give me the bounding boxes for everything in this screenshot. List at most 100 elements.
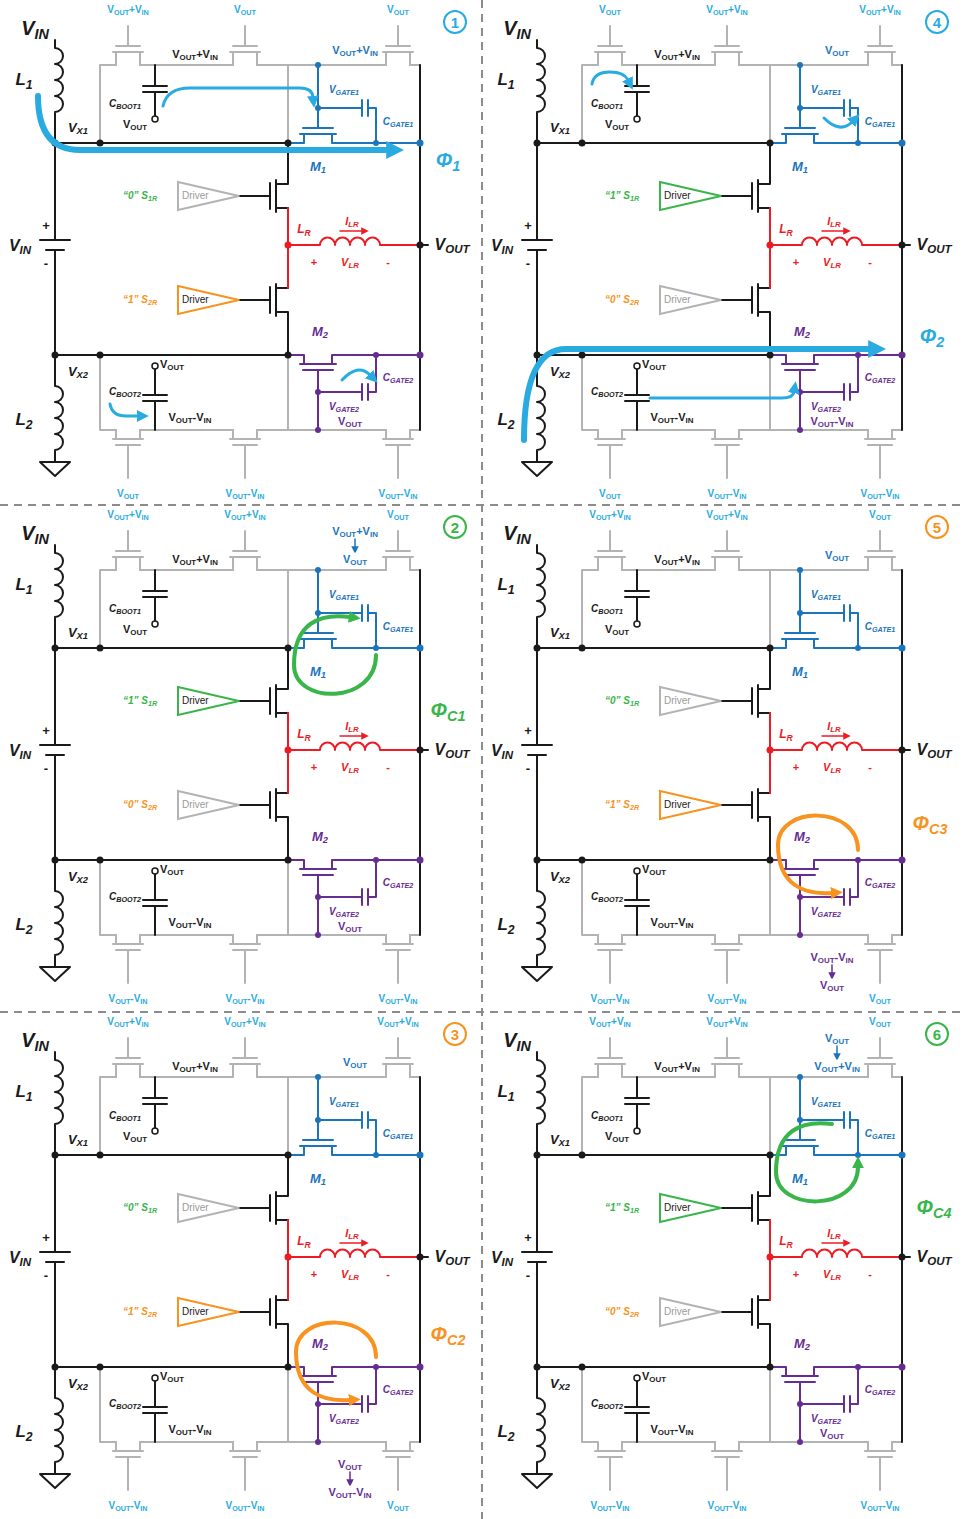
subscript: GATE1: [818, 88, 841, 97]
circuit-label: VOUT: [122, 118, 148, 131]
circuit-label: VGATE1: [328, 589, 360, 601]
driver-label: Driver: [182, 1203, 209, 1213]
circuit-label: VOUT-VIN: [859, 1500, 900, 1512]
circuit-label: CBOOT1: [590, 1110, 624, 1122]
callout-number: 2: [451, 520, 459, 535]
subscript: OUT: [927, 243, 951, 255]
subscript: GATE2: [818, 405, 841, 414]
subscript: OUT: [176, 921, 193, 930]
circuit-label: “0” S1R: [604, 695, 640, 707]
circuit-label: VX1: [549, 121, 571, 136]
callout-number: 6: [933, 1027, 941, 1042]
driver-label: Driver: [182, 295, 209, 305]
subscript: IN: [739, 1504, 746, 1513]
circuit-label: L1: [14, 1082, 33, 1102]
circuit-label: VOUT+VIN: [705, 509, 749, 521]
divider-line: [0, 1011, 964, 1013]
subscript: 2: [26, 1430, 33, 1444]
driver-label: Driver: [182, 696, 209, 706]
circuit-label: CGATE2: [382, 877, 415, 889]
circuit-label: VOUT-VIN: [810, 415, 855, 428]
circuit-label: VOUT: [122, 623, 148, 636]
driver-outline: [178, 791, 239, 819]
circuit-label: L2: [14, 410, 33, 430]
subscript: IN: [34, 26, 48, 42]
driver-triangle: Driver: [177, 686, 240, 716]
circuit-label: +: [792, 761, 800, 774]
circuit-label: VX2: [67, 1377, 89, 1392]
subscript: 1: [452, 158, 460, 174]
circuit-label: +: [523, 219, 533, 234]
subscript: GATE2: [336, 405, 359, 414]
circuit-label: +: [310, 1268, 318, 1281]
subscript: IN: [142, 8, 149, 17]
circuit-label: VIN: [490, 237, 514, 255]
subscript: OUT: [866, 8, 881, 17]
circuit-label: VOUT-VIN: [859, 488, 900, 500]
circuit-label: VGATE2: [328, 401, 360, 413]
driver-outline: [178, 1298, 239, 1326]
circuit-label: VOUT+VIN: [653, 48, 701, 61]
subscript: 2: [26, 923, 33, 937]
circuit-label: VOUT-VIN: [107, 1500, 148, 1512]
subscript: OUT: [661, 1065, 678, 1074]
subscript: OUT: [832, 554, 849, 563]
subscript: OUT: [114, 8, 129, 17]
subscript: 1: [803, 670, 808, 680]
subscript: 2: [26, 418, 33, 432]
subscript: OUT: [176, 1428, 193, 1437]
circuit-label: VOUT: [819, 1427, 845, 1440]
current-path: [778, 816, 858, 973]
circuit-label: VOUT+VIN: [171, 553, 219, 566]
subscript: OUT: [179, 558, 196, 567]
transition-arrow: [354, 539, 356, 547]
circuit-label: +: [310, 256, 318, 269]
subscript: OUT: [130, 123, 147, 132]
circuit-label: VX2: [549, 365, 571, 380]
circuit-label: VLR: [340, 1268, 360, 1281]
circuit-label: M1: [791, 160, 809, 175]
driver-label: Driver: [182, 1307, 209, 1317]
circuit-label: VOUT: [824, 1032, 850, 1045]
subscript: 2R: [148, 803, 157, 812]
subscript: 1R: [148, 194, 157, 203]
circuit-label: ILR: [344, 215, 360, 228]
circuit-label: VOUT-VIN: [168, 916, 213, 929]
circuit-label: VOUT+VIN: [653, 1060, 701, 1073]
circuit-label: L2: [14, 1422, 33, 1442]
subscript: OUT: [232, 1504, 247, 1513]
circuit-label: VOUT: [122, 1130, 148, 1143]
circuit-label: CBOOT2: [108, 1398, 142, 1410]
subscript: OUT: [167, 363, 184, 372]
subscript: OUT: [713, 1020, 728, 1029]
subscript: GATE1: [336, 88, 359, 97]
circuit-label: CGATE1: [382, 621, 415, 633]
circuit-label: VIN: [20, 17, 50, 40]
circuit-label: VOUT: [604, 1130, 630, 1143]
circuit-label: VOUT+VIN: [653, 553, 701, 566]
circuit-label: -: [385, 1268, 391, 1281]
subscript: IN: [892, 1504, 899, 1513]
subscript: 2: [323, 330, 328, 340]
subscript: R: [305, 1240, 311, 1250]
subscript: OUT: [345, 925, 362, 934]
circuit-label: VOUT: [604, 623, 630, 636]
subscript: GATE1: [390, 120, 413, 129]
circuit-label: “0” S1R: [122, 190, 158, 202]
subscript: 1: [803, 1177, 808, 1187]
subscript: BOOT1: [116, 102, 141, 111]
circuit-label: VIN: [8, 237, 32, 255]
subscript: 2: [805, 1342, 810, 1352]
subscript: OUT: [339, 530, 356, 539]
subscript: X2: [77, 1382, 88, 1392]
transition-arrow: [831, 965, 833, 973]
circuit-label: M2: [793, 325, 811, 340]
circuit-label: -: [867, 1268, 873, 1281]
subscript: 1: [508, 78, 515, 92]
driver-label: Driver: [664, 1307, 691, 1317]
circuit-label: VGATE2: [810, 906, 842, 918]
subscript: X1: [559, 631, 570, 641]
subscript: IN: [257, 997, 264, 1006]
circuit-label: VIN: [502, 1029, 532, 1052]
circuit-label: “0” S2R: [604, 1306, 640, 1318]
